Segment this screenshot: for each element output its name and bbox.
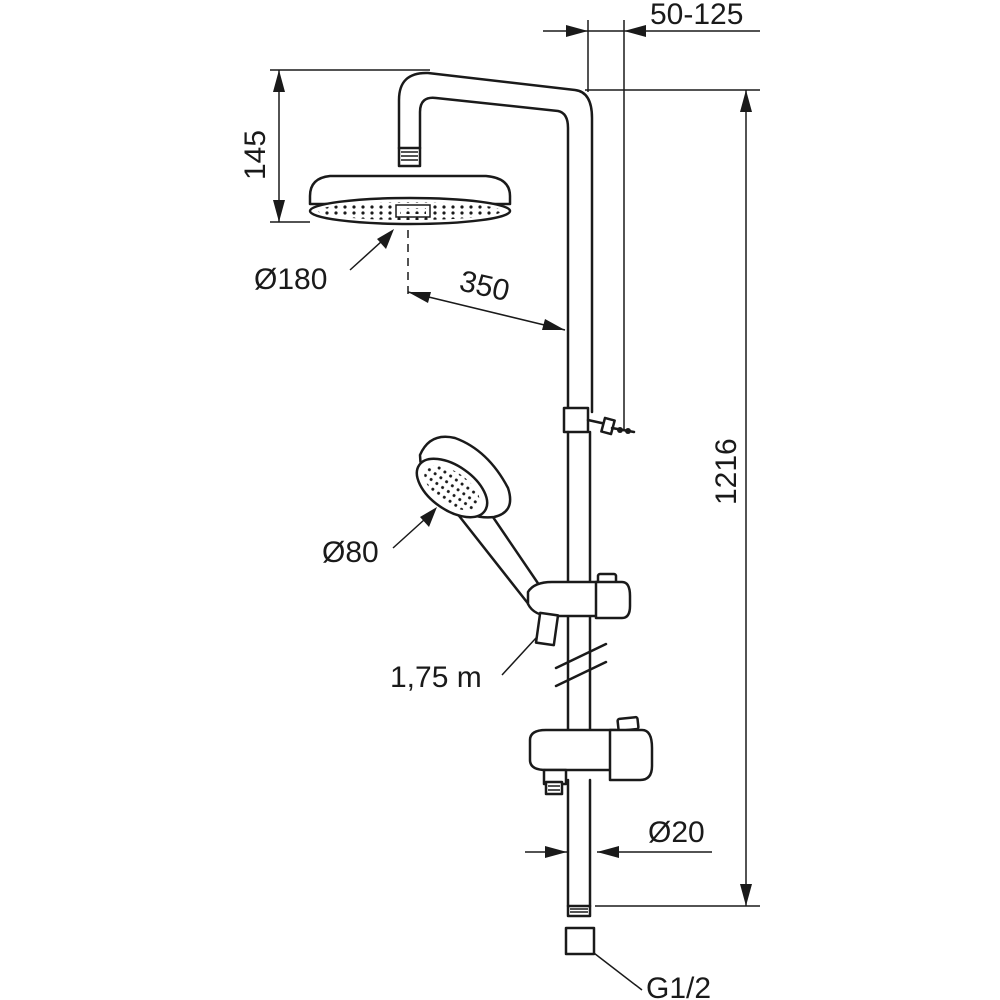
dimension-head-height: 145: [239, 69, 430, 223]
wall-bracket: [586, 416, 636, 436]
rail-diameter-label: Ø20: [648, 816, 705, 849]
bottom-thread: [566, 904, 592, 918]
hose-connector-upper: [534, 611, 560, 647]
hand-shower-diameter-label: Ø80: [322, 536, 379, 569]
head-shower: [308, 146, 512, 226]
total-height-label: 1216: [710, 438, 743, 505]
connection-nut: [564, 926, 596, 956]
head-connector: [397, 146, 422, 168]
rail-coupling: [562, 406, 590, 434]
shower-rail: [554, 406, 608, 908]
dimension-hand-shower-diameter: Ø80: [322, 507, 437, 569]
dimension-total-height: 1216: [585, 89, 760, 907]
head-diameter-label: Ø180: [254, 263, 327, 296]
dimension-connection-thread: G1/2: [589, 949, 711, 1000]
connection-thread-label: G1/2: [646, 972, 711, 1000]
dimension-arm-reach: 350: [407, 230, 566, 331]
head-height-label: 145: [239, 130, 272, 180]
dimension-hose-length: 1,75 m: [390, 637, 537, 694]
shower-arm: [397, 71, 594, 414]
arm-reach-label: 350: [456, 265, 512, 308]
dimension-rail-diameter: Ø20: [525, 816, 712, 858]
dimension-rail-offset: 50-125: [543, 0, 760, 430]
slider-holder-lower: [528, 715, 654, 796]
rail-offset-label: 50-125: [650, 0, 743, 31]
slider-holder-upper: [526, 572, 632, 647]
hose-length-label: 1,75 m: [390, 661, 482, 694]
dimension-head-diameter: Ø180: [254, 229, 394, 296]
